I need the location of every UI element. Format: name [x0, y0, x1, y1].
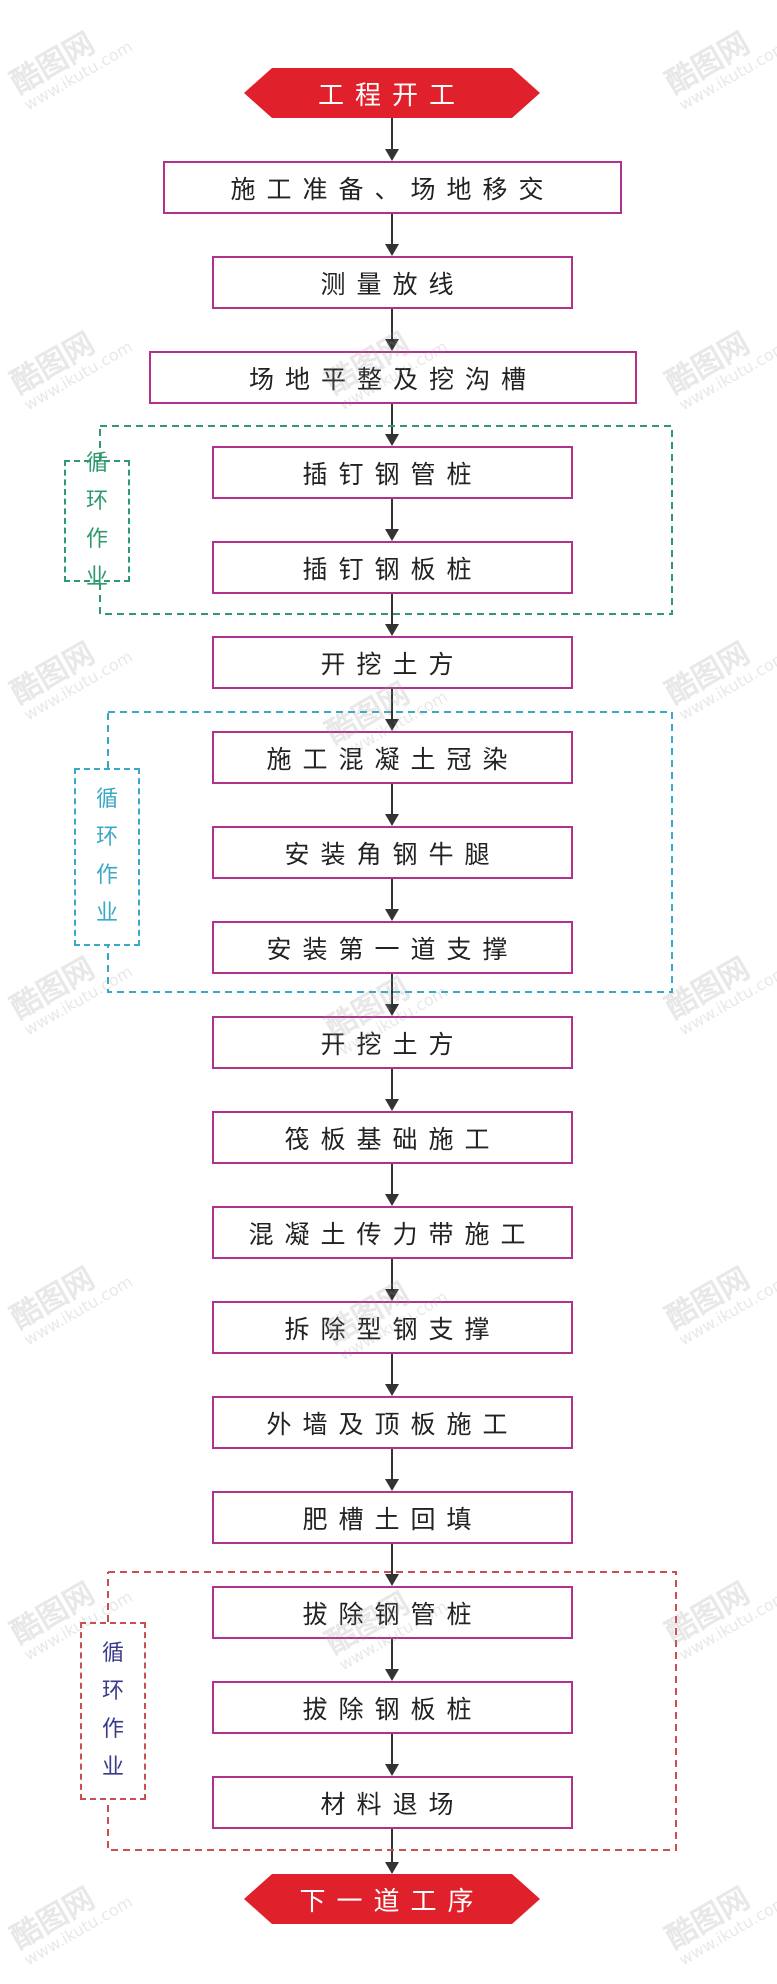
step-box: 测量放线	[212, 256, 573, 309]
arrow-head-icon	[385, 909, 399, 921]
arrow-head-icon	[385, 434, 399, 446]
step-box: 混凝土传力带施工	[212, 1206, 573, 1259]
arrow-head-icon	[385, 1004, 399, 1016]
step-label: 开挖土方	[320, 649, 465, 679]
loop-char: 环	[85, 489, 108, 514]
step-box: 材料退场	[212, 1776, 573, 1829]
step-label: 拔除钢管桩	[302, 1599, 483, 1629]
arrow-head-icon	[385, 1574, 399, 1586]
arrow-head-icon	[385, 244, 399, 256]
arrow-head-icon	[385, 1194, 399, 1206]
arrow-head-icon	[385, 1289, 399, 1301]
step-label: 安装角钢牛腿	[284, 839, 501, 869]
start-terminal: 工程开工	[244, 68, 540, 118]
loop-label: 循 环 作 业	[64, 451, 130, 590]
step-box: 拔除钢管桩	[212, 1586, 573, 1639]
step-box: 外墙及顶板施工	[212, 1396, 573, 1449]
arrow-head-icon	[385, 529, 399, 541]
step-label: 肥槽土回填	[302, 1504, 483, 1534]
step-label: 外墙及顶板施工	[266, 1409, 519, 1439]
arrow-head-icon	[385, 149, 399, 161]
loop-char: 循	[101, 1641, 124, 1666]
start-label: 工程开工	[317, 80, 466, 111]
loop-label: 循 环 作 业	[74, 768, 140, 946]
loop-char: 业	[95, 901, 118, 926]
step-label: 混凝土传力带施工	[248, 1219, 537, 1249]
loop-char: 作	[85, 527, 108, 552]
loop-frame	[107, 711, 673, 993]
step-box: 施工混凝土冠染	[212, 731, 573, 784]
loop-frame	[107, 1571, 677, 1851]
step-box: 开挖土方	[212, 1016, 573, 1069]
loop-label: 循 环 作 业	[80, 1622, 146, 1800]
loop-char: 作	[95, 863, 118, 888]
arrow-head-icon	[385, 719, 399, 731]
step-box: 施工准备、场地移交	[163, 161, 622, 214]
loop-char: 环	[101, 1679, 124, 1704]
step-label: 施工准备、场地移交	[230, 174, 555, 204]
step-box: 场地平整及挖沟槽	[149, 351, 637, 404]
step-label: 拆除型钢支撑	[284, 1314, 501, 1344]
loop-char: 作	[101, 1717, 124, 1742]
loop-char: 业	[85, 565, 108, 590]
step-label: 拔除钢板桩	[302, 1694, 483, 1724]
arrow-head-icon	[385, 339, 399, 351]
step-box: 安装第一道支撑	[212, 921, 573, 974]
step-label: 开挖土方	[320, 1029, 465, 1059]
step-box: 拔除钢板桩	[212, 1681, 573, 1734]
loop-char: 循	[95, 787, 118, 812]
step-box: 安装角钢牛腿	[212, 826, 573, 879]
step-box: 拆除型钢支撑	[212, 1301, 573, 1354]
step-label: 插钉钢管桩	[302, 459, 483, 489]
arrow-head-icon	[385, 1384, 399, 1396]
loop-char: 环	[95, 825, 118, 850]
step-label: 安装第一道支撑	[266, 934, 519, 964]
loop-char: 业	[101, 1755, 124, 1780]
arrow-head-icon	[385, 1862, 399, 1874]
step-label: 场地平整及挖沟槽	[248, 364, 537, 394]
arrow-head-icon	[385, 1479, 399, 1491]
step-box: 插钉钢管桩	[212, 446, 573, 499]
step-label: 测量放线	[320, 269, 465, 299]
loop-frame	[99, 425, 673, 615]
step-label: 材料退场	[320, 1789, 465, 1819]
arrow-head-icon	[385, 1669, 399, 1681]
step-box: 插钉钢板桩	[212, 541, 573, 594]
end-terminal: 下一道工序	[244, 1874, 540, 1924]
step-box: 筏板基础施工	[212, 1111, 573, 1164]
step-box: 肥槽土回填	[212, 1491, 573, 1544]
arrow-head-icon	[385, 814, 399, 826]
step-box: 开挖土方	[212, 636, 573, 689]
step-label: 筏板基础施工	[284, 1124, 501, 1154]
arrow-head-icon	[385, 624, 399, 636]
arrow-head-icon	[385, 1764, 399, 1776]
end-label: 下一道工序	[299, 1886, 485, 1917]
step-label: 插钉钢板桩	[302, 554, 483, 584]
end-hexagon-icon	[244, 1874, 540, 1924]
step-label: 施工混凝土冠染	[266, 744, 519, 774]
loop-char: 循	[85, 451, 108, 476]
arrow-head-icon	[385, 1099, 399, 1111]
start-hexagon-icon	[244, 68, 540, 118]
